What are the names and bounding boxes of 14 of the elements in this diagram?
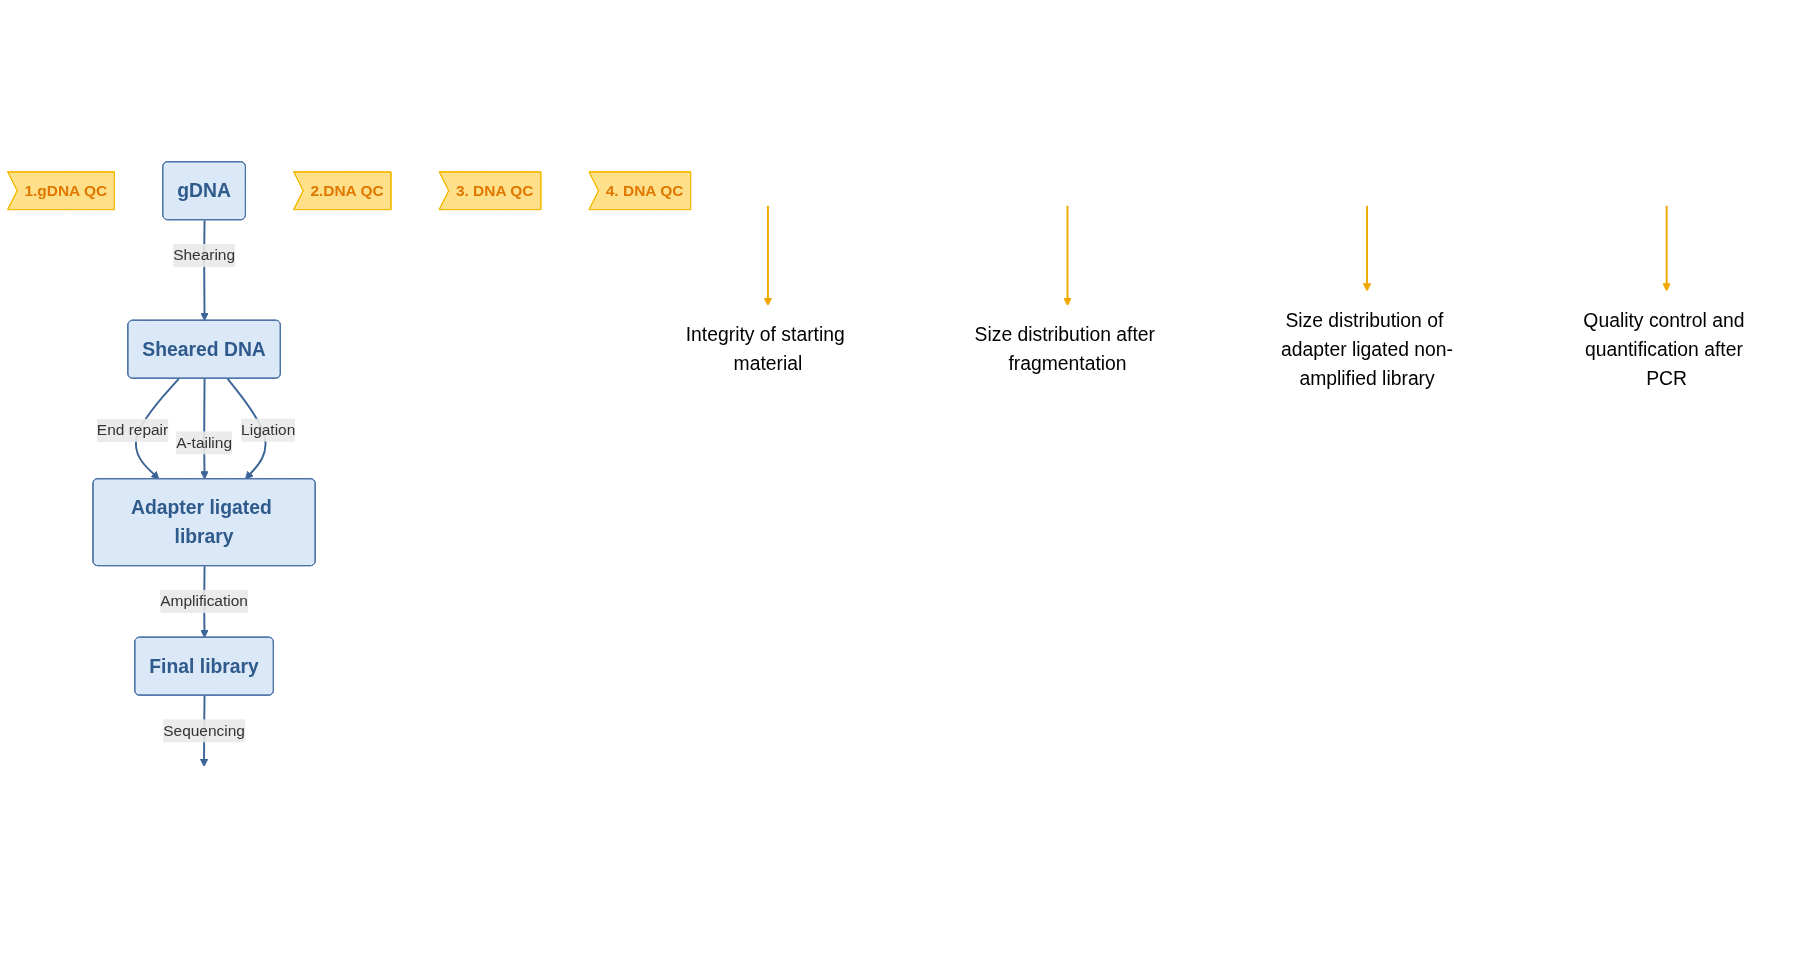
- node-text: Quality control and quantification after PCR: [1583, 309, 1745, 389]
- node-text: Size distribution after fragmentation: [974, 323, 1156, 375]
- edge-label: Sequencing: [163, 722, 245, 739]
- edge-label: Ligation: [241, 421, 296, 438]
- node-text: Size distribution of adapter ligated non-amplified library: [1281, 309, 1454, 389]
- edge-label: Amplification: [160, 592, 248, 609]
- arrow: [763, 204, 773, 306]
- arrow: [1662, 204, 1671, 292]
- arrow: [1063, 204, 1072, 306]
- edge-label: End repair: [96, 421, 169, 438]
- edge-label: A-tailing: [176, 434, 233, 451]
- arrow: [1362, 204, 1372, 292]
- edge-label: Shearing: [173, 246, 236, 264]
- node-text: Integrity of starting material: [685, 323, 845, 375]
